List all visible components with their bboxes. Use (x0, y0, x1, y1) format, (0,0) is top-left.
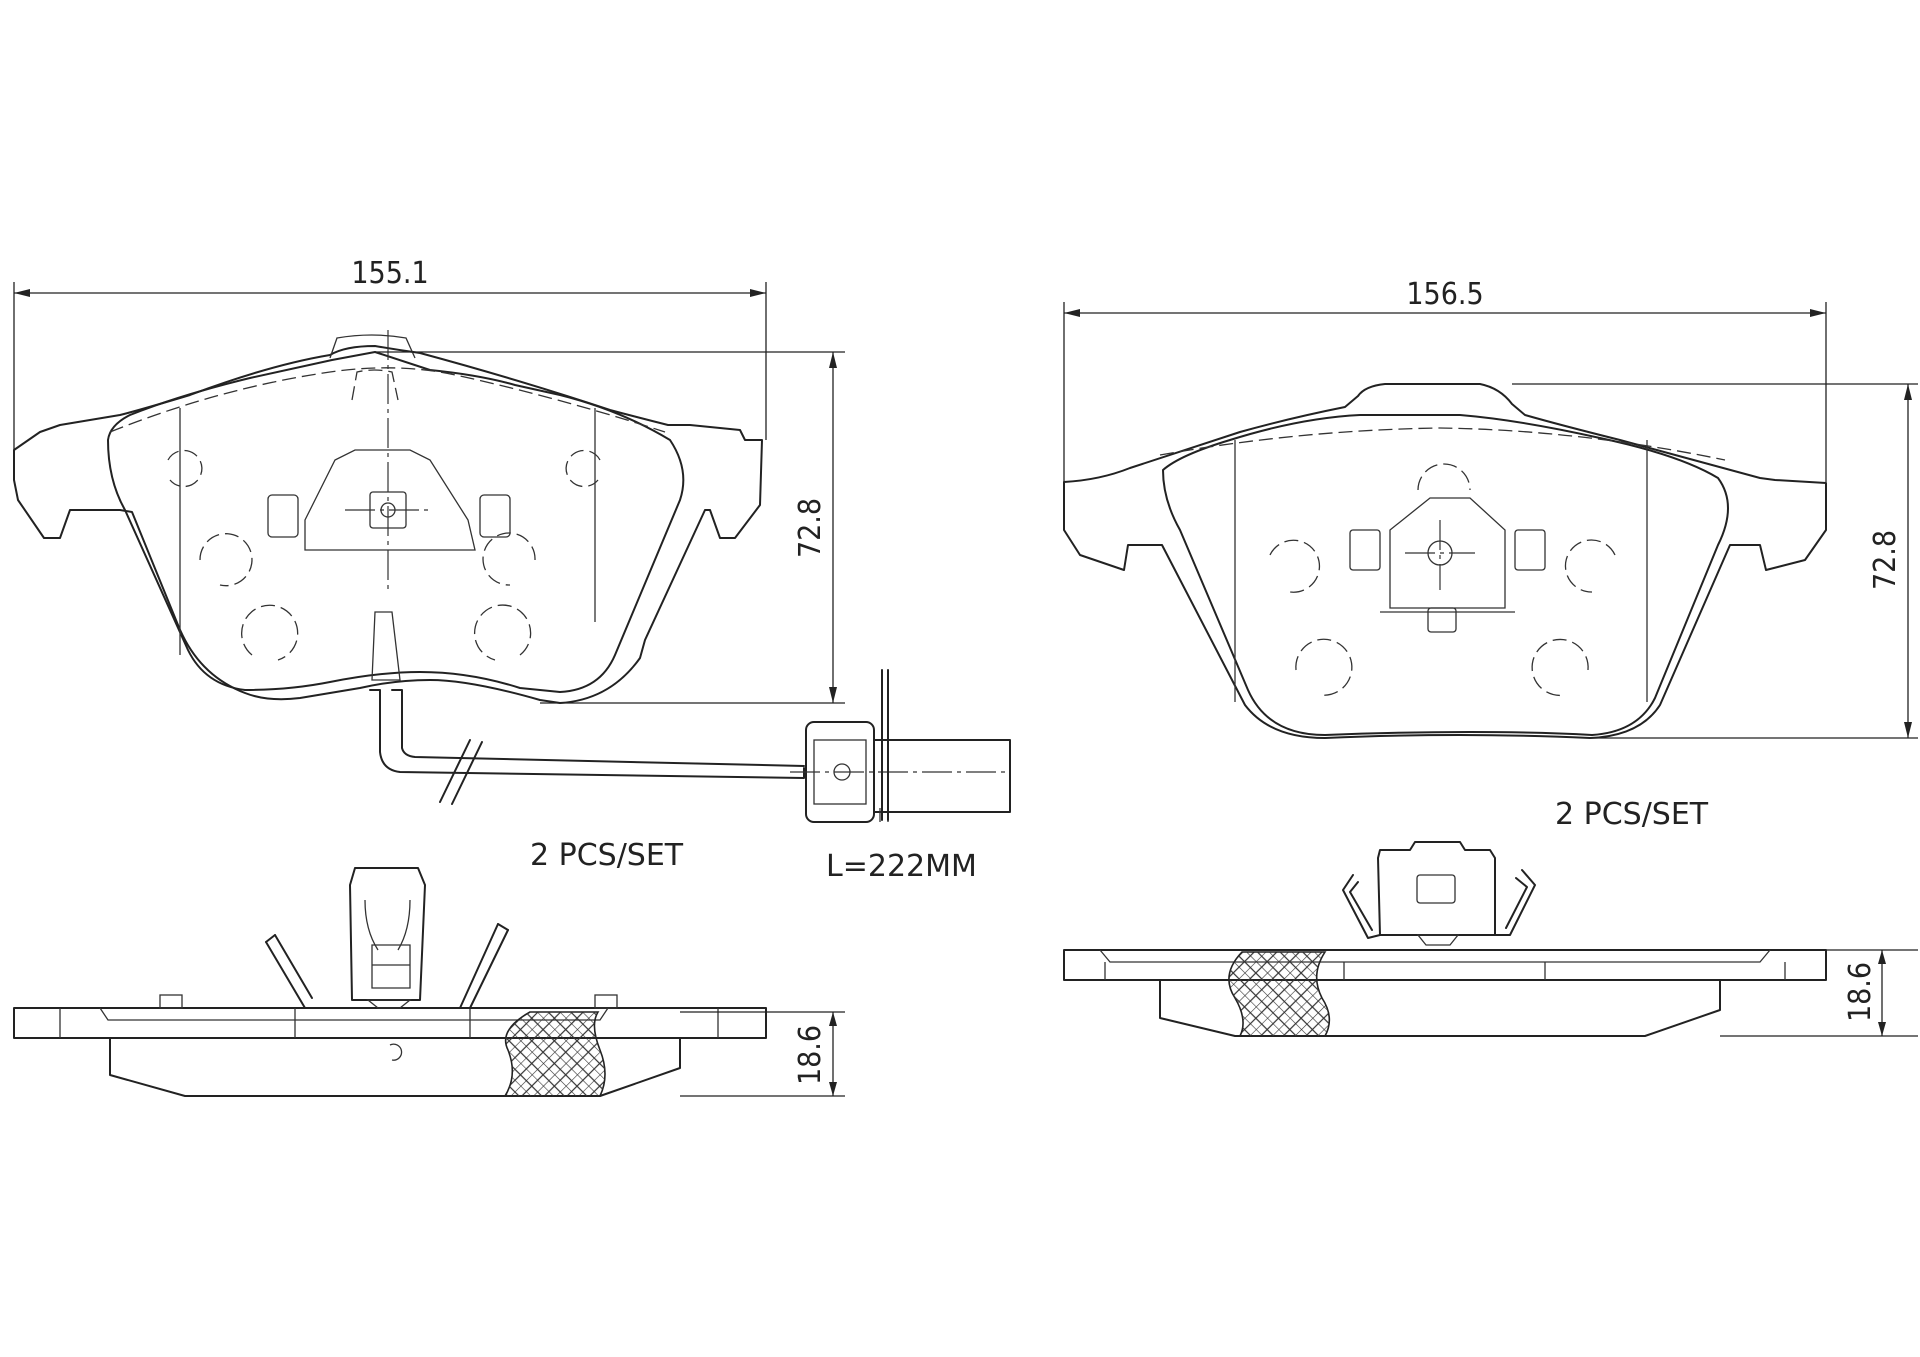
right-thickness-label: 18.6 (1843, 962, 1878, 1022)
right-height-label: 72.8 (1868, 530, 1903, 590)
right-thickness-dimension: 18.6 (1720, 949, 1918, 1037)
left-height-dimension: 72.8 (375, 351, 845, 704)
left-pad-front-view (13, 330, 1011, 823)
left-friction-material (107, 351, 685, 693)
right-friction-material (1162, 414, 1729, 736)
left-thickness-dimension: 18.6 (680, 1011, 845, 1097)
left-height-label: 72.8 (793, 498, 828, 558)
left-sensor-length-label: L=222MM (826, 849, 977, 884)
left-backing-plate (13, 345, 763, 704)
right-width-label: 156.5 (1406, 277, 1483, 312)
right-qty-label: 2 PCS/SET (1555, 797, 1709, 832)
right-backing-plate (1063, 383, 1827, 739)
right-width-dimension: 156.5 (1063, 277, 1827, 482)
left-width-label: 155.1 (351, 256, 428, 291)
left-width-dimension: 155.1 (13, 256, 767, 450)
left-pad-side-view (13, 867, 767, 1097)
right-pad-front-view (1063, 383, 1827, 739)
left-qty-label: 2 PCS/SET (530, 838, 684, 873)
left-thickness-label: 18.6 (793, 1025, 828, 1085)
right-pad-side-view (1063, 841, 1827, 1037)
right-height-dimension: 72.8 (1512, 383, 1918, 739)
